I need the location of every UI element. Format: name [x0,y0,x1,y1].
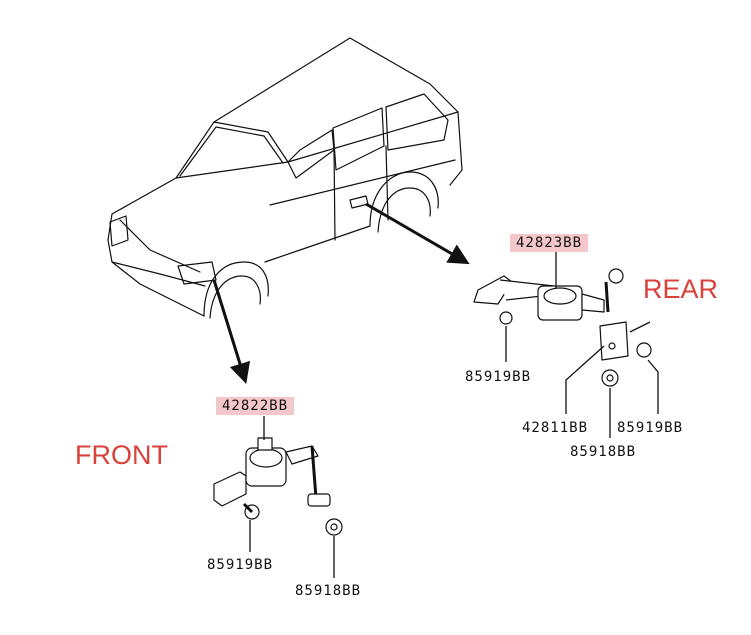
part-label-rear-bolt-right: 85919BB [617,420,684,436]
part-label-front-bolt: 85919BB [207,557,274,573]
part-label-front-nut: 85918BB [295,583,362,599]
front-leader-lines [249,416,335,578]
front-region-label: FRONT [75,440,168,470]
front-sensor-drawing [213,437,343,536]
rear-region-label: REAR [643,274,719,304]
rear-leader-lines [505,250,659,438]
part-label-rear-sensor: 42823BB [510,234,589,252]
rear-sensor-drawing [473,268,652,387]
rear-arrow [365,202,470,265]
part-label-rear-bracket: 42811BB [522,420,589,436]
front-arrow [212,279,251,385]
part-label-rear-bolt-left: 85919BB [465,369,532,385]
part-label-rear-nut: 85918BB [570,444,637,460]
vehicle-outline [107,37,463,319]
part-label-front-sensor: 42822BB [216,397,295,415]
